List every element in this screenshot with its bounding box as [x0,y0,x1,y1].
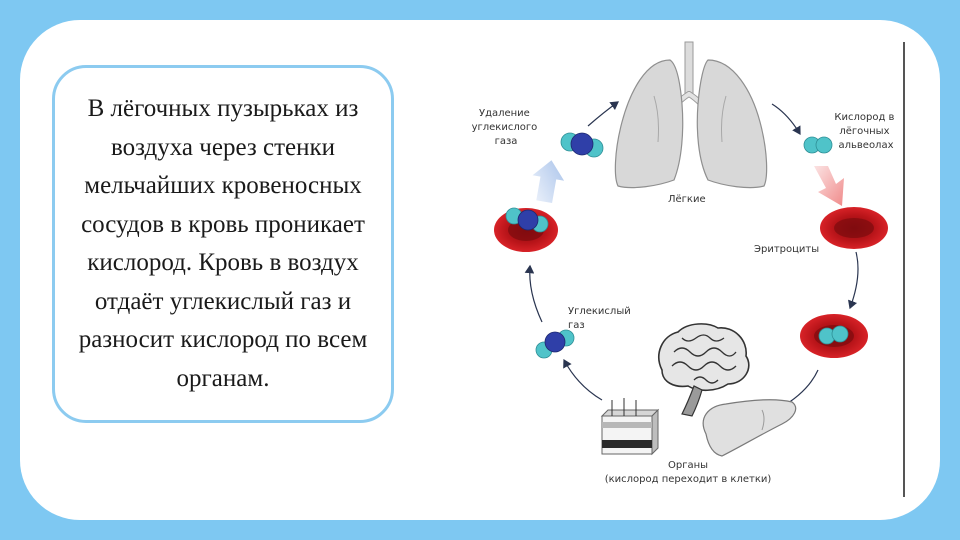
label-oxygen-1: Кислород в [834,112,894,123]
label-oxygen-2: лёгочных [839,126,889,137]
co2-molecule-top [560,132,604,158]
blood-cell-left [494,207,558,252]
cycle-arrow-top-right [771,103,801,136]
label-organs: Органы [668,460,708,471]
text-box: В лёгочных пузырьках из воздуха через ст… [52,65,394,423]
oxygen-molecule-top [803,136,833,154]
body-text: В лёгочных пузырьках из воздуха через ст… [78,95,368,392]
co2-molecule-bottom [535,329,575,359]
skin-block-image [600,398,660,456]
cycle-arrow-top-left [587,101,619,127]
cycle-arrow-right [848,251,859,310]
label-erythrocytes: Эритроциты [754,244,819,255]
label-co2-removal-1: Удаление [479,108,530,119]
brain-image [658,323,750,417]
vertical-divider [903,42,905,497]
svg-text:Удаление углекислого г: Удаление углекислого газа [472,108,541,147]
label-co2-removal-2: углекислого [472,122,538,133]
cycle-arrow-left [524,264,543,323]
liver-image [702,399,797,457]
pink-arrow [814,166,844,206]
lungs-image [614,41,768,189]
label-co2-removal-3: газа [495,136,518,147]
label-co2-2: газ [568,320,585,331]
label-lungs: Лёгкие [668,194,706,205]
blood-cell-right-bottom [800,314,868,358]
respiration-diagram: Лёгкие Удаление углекислого газа Кислоро… [462,20,900,490]
svg-text:Кислород в лёгочных ал: Кислород в лёгочных альвеолах [834,112,897,151]
label-organs-note: (кислород переходит в клетки) [605,474,772,485]
label-co2-1: Углекислый [568,306,631,317]
svg-text:Углекислый газ: Углекислый газ [568,306,634,331]
blood-cell-right-top [820,207,888,249]
blue-arrow [532,160,565,204]
label-oxygen-3: альвеолах [838,140,893,151]
cycle-arrow-bottom-left [563,358,603,401]
